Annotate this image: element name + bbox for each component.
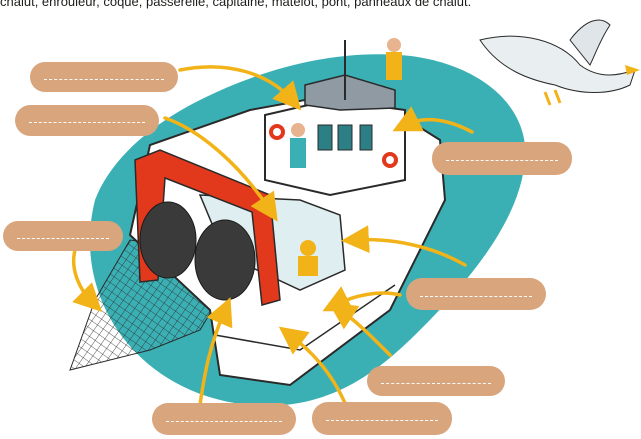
window-1 [318, 125, 332, 150]
answer-box-4[interactable] [432, 142, 572, 175]
wheelhouse [265, 100, 405, 195]
answer-box-6[interactable] [367, 366, 505, 396]
sailor-top [386, 38, 402, 80]
sailor-deck [298, 240, 318, 276]
answer-box-7[interactable] [152, 403, 296, 435]
window-3 [360, 125, 372, 150]
lifebuoy-1 [271, 126, 283, 138]
lifebuoy-2 [384, 154, 396, 166]
window-2 [338, 125, 352, 150]
answer-box-8[interactable] [312, 402, 452, 435]
captain [290, 123, 306, 168]
seagull-illustration [480, 20, 640, 105]
answer-box-3[interactable] [3, 221, 123, 251]
answer-box-2[interactable] [15, 105, 159, 136]
answer-box-1[interactable] [30, 62, 178, 92]
answer-box-5[interactable] [406, 278, 546, 310]
